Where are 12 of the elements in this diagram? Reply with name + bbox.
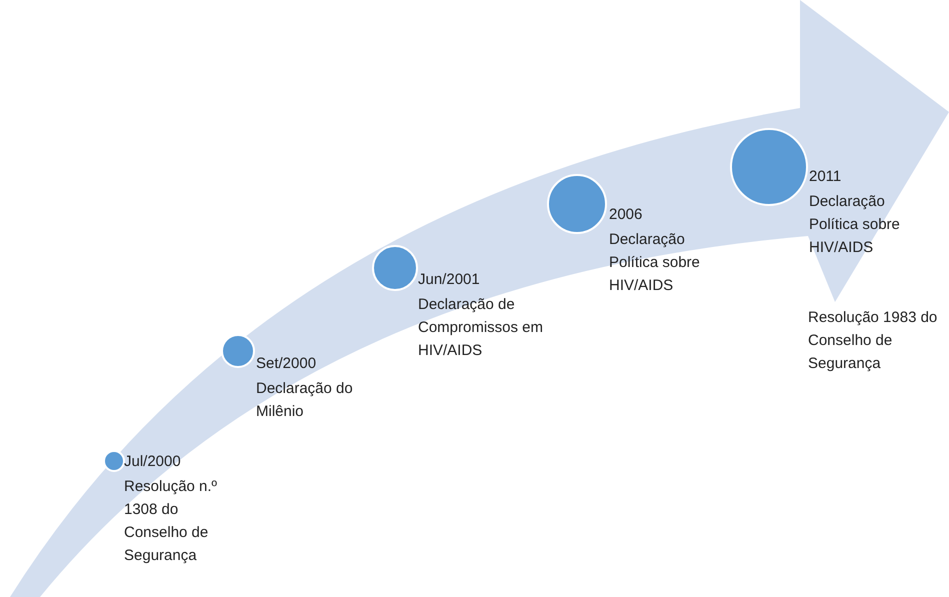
event-description: Declaração do Milênio [256,379,354,422]
date-label: Jun/2001 [418,270,481,290]
timeline-circle [103,450,125,472]
event-description: Resolução 1983 do Conselho de Segurança [808,308,938,374]
event-description: Declaração Política sobre HIV/AIDS [609,230,701,296]
date-label: Jul/2000 [124,452,182,472]
event-description: Declaração Política sobre HIV/AIDS [809,192,901,258]
event-description: Resolução n.º 1308 do Conselho de Segurança [124,477,218,566]
date-label: 2011 [809,167,842,187]
event-description: Declaração de Compromissos em HIV/AIDS [418,295,544,361]
date-label: 2006 [609,205,644,225]
date-label: Set/2000 [256,354,318,374]
